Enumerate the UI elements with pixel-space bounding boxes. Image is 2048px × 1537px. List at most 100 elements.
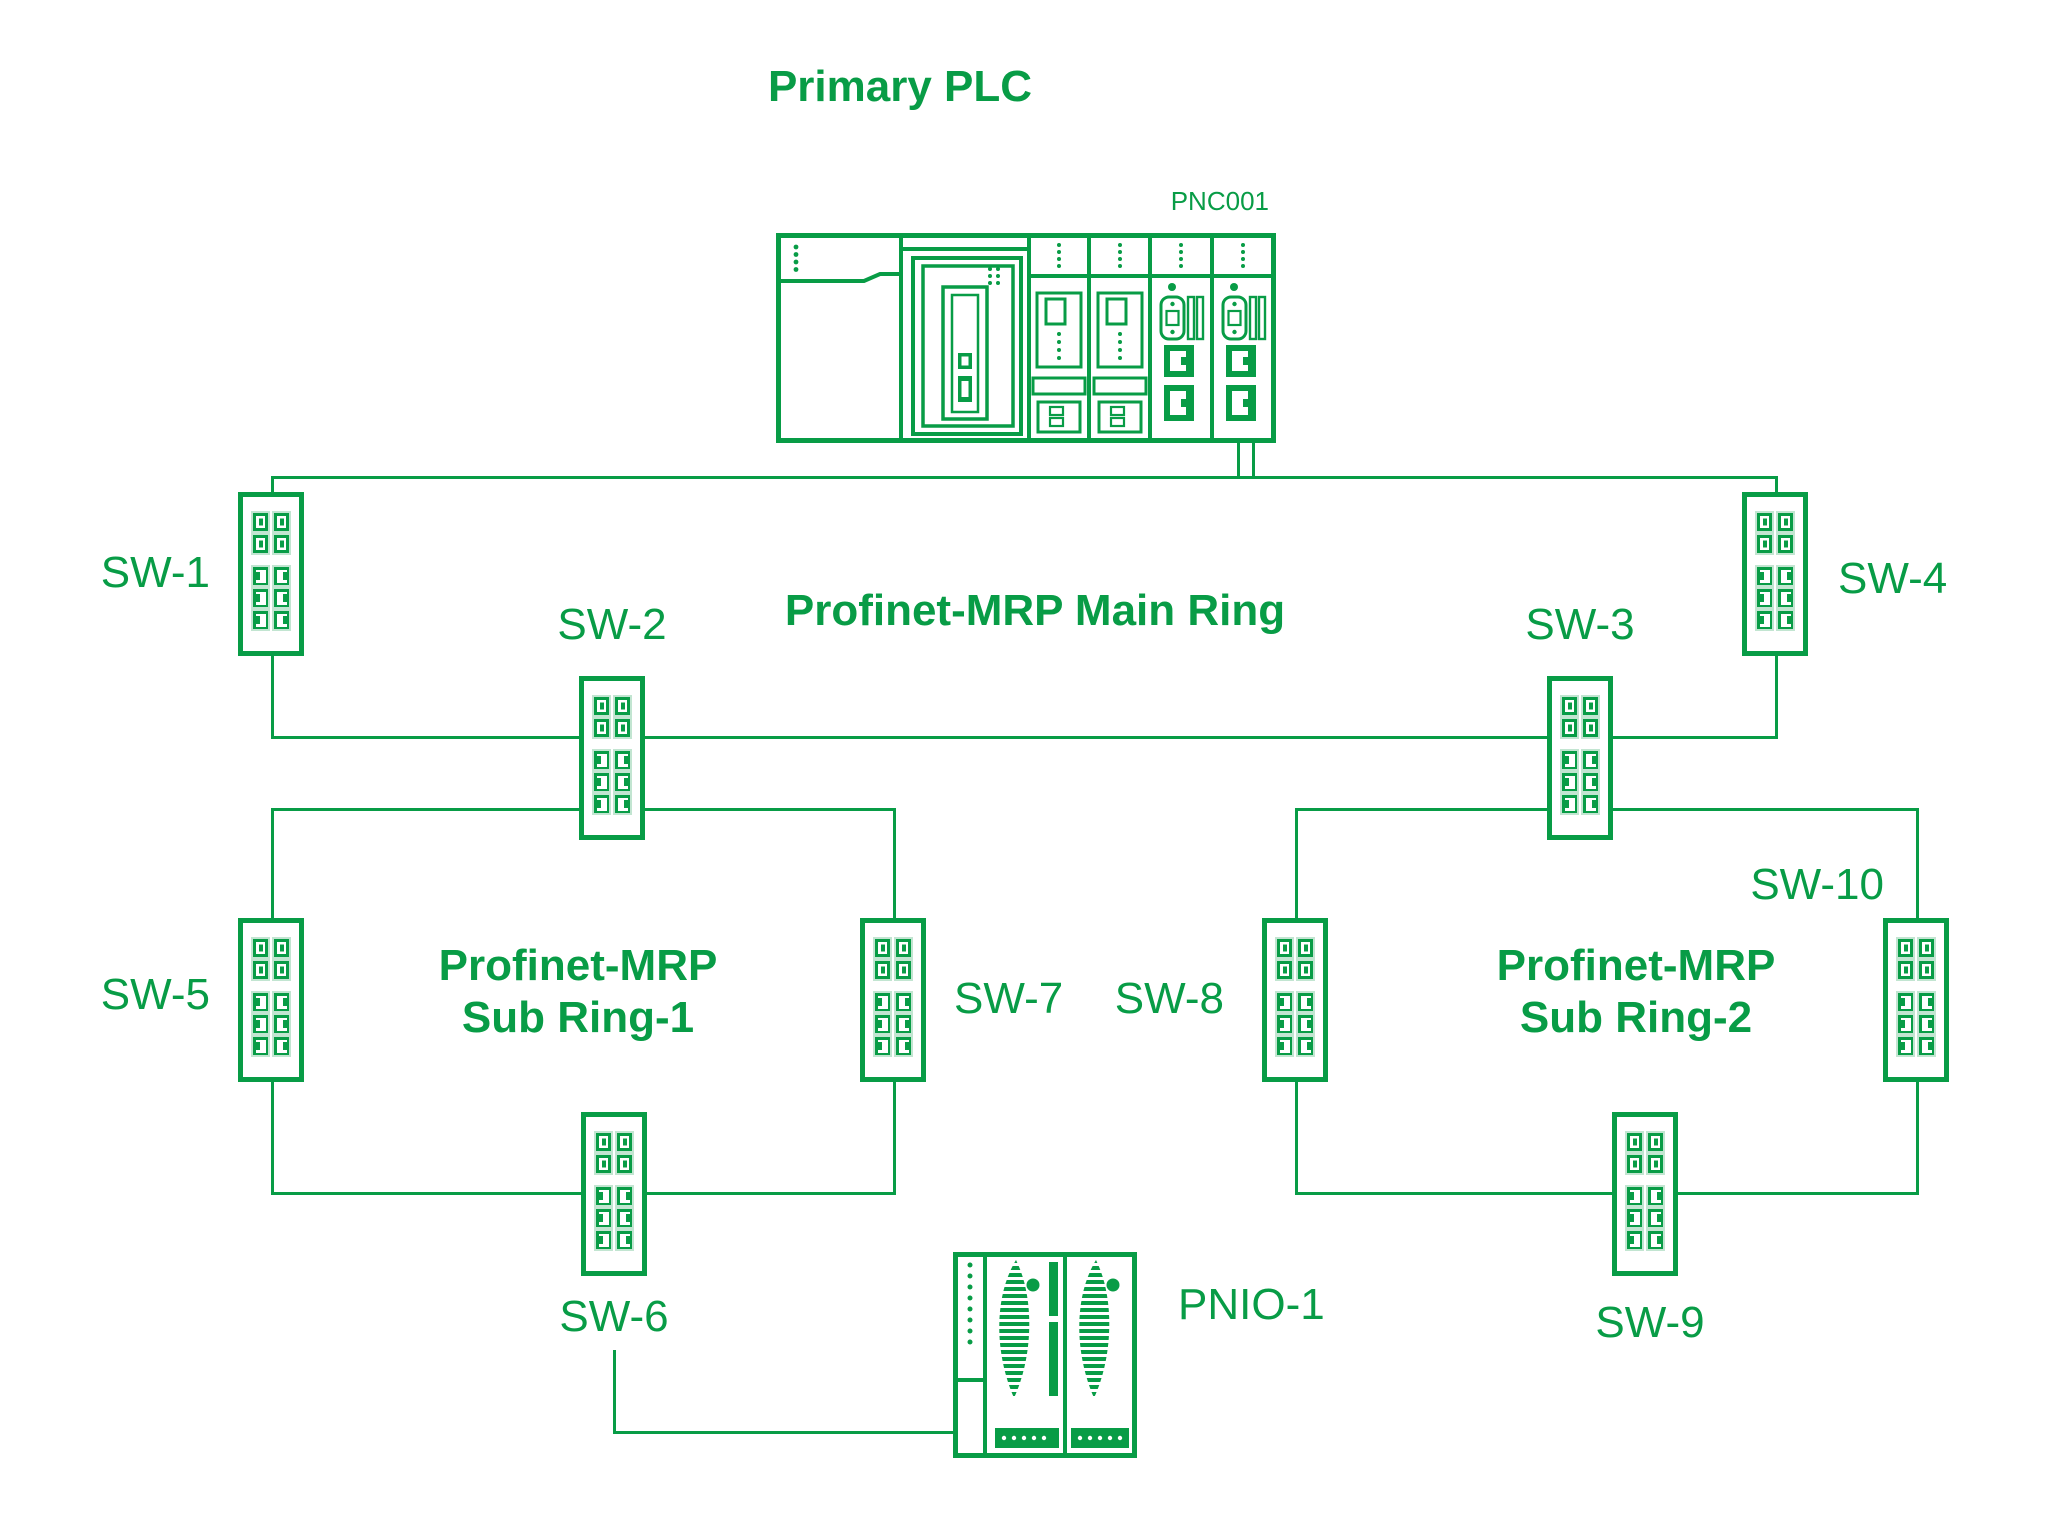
connection-line — [1237, 440, 1240, 478]
uplink-port-icon — [594, 1153, 613, 1175]
rj45-port-icon — [1755, 565, 1774, 587]
pnio-dividers — [955, 1254, 1067, 1456]
uplink-port-icon — [1625, 1131, 1644, 1153]
connection-line — [1775, 476, 1778, 494]
rj45-port-icon — [1296, 991, 1315, 1013]
uplink-port-icon — [1917, 937, 1936, 959]
rj45-port-icon — [613, 771, 632, 793]
rj45-port-icon — [1275, 1035, 1294, 1057]
sub-ring-1-line1: Profinet-MRP — [438, 941, 718, 990]
uplink-port-icon — [1581, 695, 1600, 717]
sub-ring-2-line2: Sub Ring-2 — [1519, 993, 1753, 1042]
sub-ring-1-line2: Sub Ring-1 — [461, 993, 695, 1042]
uplink-port-icon — [873, 959, 892, 981]
connection-line — [1252, 440, 1255, 478]
connection-line — [1295, 808, 1550, 811]
switch-sw-2 — [579, 676, 645, 840]
rj45-port-icon — [251, 587, 270, 609]
connection-line — [271, 476, 274, 494]
rj45-port-icon — [873, 991, 892, 1013]
uplink-port-group — [251, 511, 291, 555]
uplink-port-icon — [1646, 1131, 1665, 1153]
label-sw-2: SW-2 — [557, 600, 667, 649]
rj45-port-icon — [1581, 749, 1600, 771]
sub-ring-2-label: Profinet-MRP Sub Ring-2 — [1386, 940, 1886, 1044]
label-sw-7: SW-7 — [954, 974, 1064, 1023]
psu-module — [793, 244, 799, 272]
rj45-port-icon — [615, 1207, 634, 1229]
uplink-port-icon — [1755, 533, 1774, 555]
rj45-port-icon — [592, 771, 611, 793]
label-sw-3: SW-3 — [1525, 600, 1635, 649]
uplink-port-icon — [1646, 1153, 1665, 1175]
rj45-port-icon — [615, 1185, 634, 1207]
uplink-port-icon — [251, 937, 270, 959]
connection-line — [1611, 808, 1919, 811]
uplink-port-icon — [894, 959, 913, 981]
connection-line — [271, 808, 582, 811]
uplink-port-icon — [1296, 937, 1315, 959]
uplink-port-icon — [613, 717, 632, 739]
rj45-port-icon — [592, 749, 611, 771]
io-card-b — [1071, 1260, 1129, 1448]
label-sw-8: SW-8 — [1114, 974, 1224, 1023]
connection-line — [646, 1192, 896, 1195]
uplink-port-icon — [1755, 511, 1774, 533]
uplink-port-icon — [615, 1153, 634, 1175]
connection-line — [1295, 1192, 1615, 1195]
rj45-port-icon — [272, 1035, 291, 1057]
rj45-port-icon — [1275, 991, 1294, 1013]
connection-line — [271, 654, 274, 739]
rj45-port-icon — [613, 793, 632, 815]
rj45-port-group — [1275, 991, 1315, 1057]
rack-dividers — [778, 235, 1274, 441]
rj45-port-icon — [272, 609, 291, 631]
uplink-port-group — [592, 695, 632, 739]
sub-ring-2-line1: Profinet-MRP — [1496, 941, 1776, 990]
connection-line — [1295, 808, 1298, 920]
switch-sw-6 — [581, 1112, 647, 1276]
rj45-port-icon — [873, 1013, 892, 1035]
rj45-port-icon — [1896, 1035, 1915, 1057]
cpu-module — [911, 256, 1023, 436]
switch-sw-4 — [1742, 492, 1808, 656]
rj45-port-group — [592, 749, 632, 815]
rj45-port-group — [251, 991, 291, 1057]
label-sw-4: SW-4 — [1838, 554, 1948, 603]
rj45-port-group — [1755, 565, 1795, 631]
connection-line — [613, 1350, 616, 1434]
connection-line — [893, 1080, 896, 1194]
rj45-port-icon — [1296, 1035, 1315, 1057]
rj45-port-icon — [272, 1013, 291, 1035]
uplink-port-group — [1275, 937, 1315, 981]
rj45-port-icon — [1776, 587, 1795, 609]
switch-sw-10 — [1883, 918, 1949, 1082]
rj45-port-icon — [272, 587, 291, 609]
plc-module-label: PNC001 — [1170, 186, 1269, 216]
rj45-port-group — [1625, 1185, 1665, 1251]
rj45-port-icon — [251, 1013, 270, 1035]
rj45-port-icon — [894, 1013, 913, 1035]
rj45-port-icon — [594, 1229, 613, 1251]
connection-line — [644, 808, 896, 811]
sub-ring-1-label: Profinet-MRP Sub Ring-1 — [328, 940, 828, 1044]
rj45-port-icon — [1646, 1207, 1665, 1229]
plc-rack — [776, 233, 1276, 443]
rj45-port-group — [1560, 749, 1600, 815]
uplink-port-group — [1755, 511, 1795, 555]
rj45-port-icon — [615, 1229, 634, 1251]
uplink-port-group — [251, 937, 291, 981]
uplink-port-group — [594, 1131, 634, 1175]
rj45-port-icon — [1755, 587, 1774, 609]
rj45-port-icon — [1581, 771, 1600, 793]
io-scanner-module — [1031, 243, 1087, 434]
uplink-port-icon — [894, 937, 913, 959]
connection-line — [271, 1080, 274, 1194]
label-sw-10: SW-10 — [1750, 860, 1884, 909]
switch-sw-9 — [1612, 1112, 1678, 1276]
uplink-port-group — [1625, 1131, 1665, 1175]
rj45-port-icon — [1917, 1035, 1936, 1057]
rj45-port-icon — [251, 991, 270, 1013]
rj45-port-icon — [1625, 1229, 1644, 1251]
